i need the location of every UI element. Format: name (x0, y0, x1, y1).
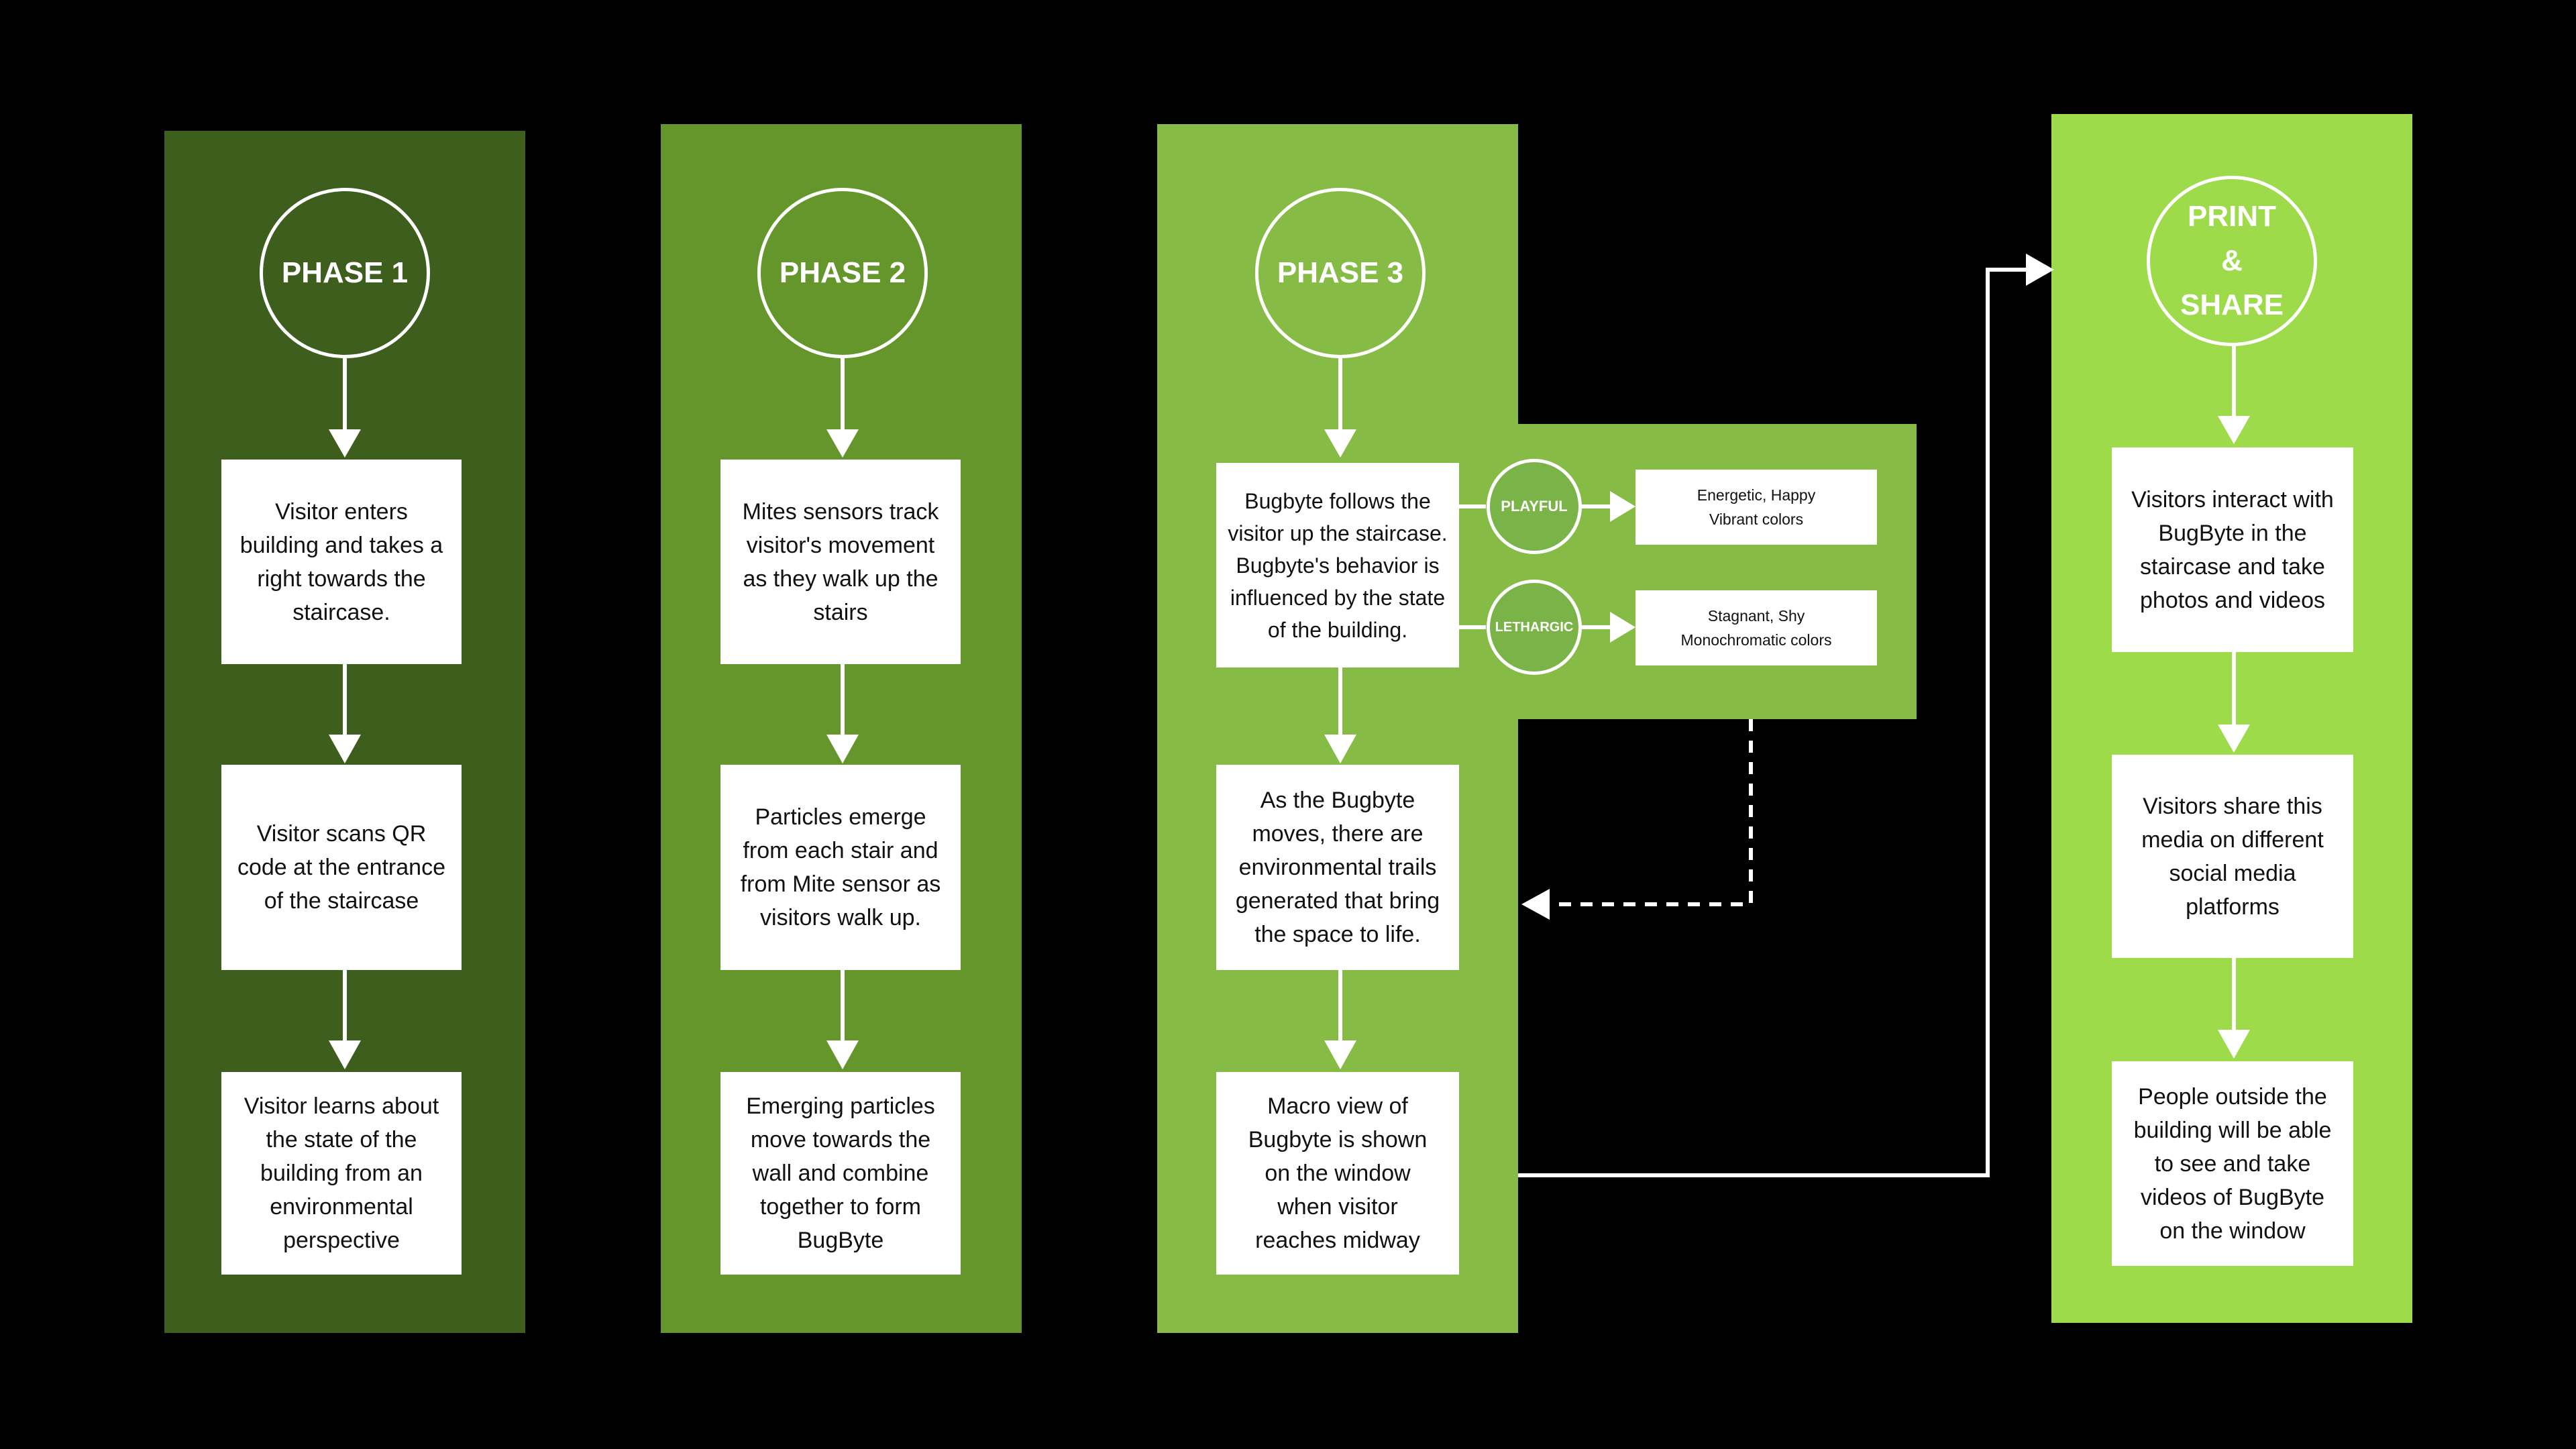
phase2-step-1: Mites sensors track visitor's movement a… (720, 460, 961, 664)
state-lethargic-circle: LETHARGIC (1487, 580, 1582, 675)
phase1-step-1: Visitor enters building and takes a righ… (221, 460, 462, 664)
phase1-circle: PHASE 1 (260, 188, 430, 358)
phase1-step-3: Visitor learns about the state of the bu… (221, 1072, 462, 1275)
phase2-step-3: Emerging particles move towards the wall… (720, 1072, 961, 1275)
phase3-circle: PHASE 3 (1255, 188, 1426, 358)
print-share-step-3: People outside the building will be able… (2112, 1061, 2353, 1266)
phase3-step-2: As the Bugbyte moves, there are environm… (1216, 765, 1459, 970)
phase2-step-2: Particles emerge from each stair and fro… (720, 765, 961, 970)
print-share-step-1: Visitors interact with BugByte in the st… (2112, 447, 2353, 652)
phase3-step-3: Macro view of Bugbyte is shown on the wi… (1216, 1072, 1459, 1275)
phase1-step-2: Visitor scans QR code at the entrance of… (221, 765, 462, 970)
state-lethargic-description: Stagnant, Shy Monochromatic colors (1635, 590, 1877, 665)
phase3-step-1: Bugbyte follows the visitor up the stair… (1216, 463, 1459, 667)
state-playful-circle: PLAYFUL (1487, 459, 1582, 554)
state-playful-description: Energetic, Happy Vibrant colors (1635, 470, 1877, 545)
print-share-step-2: Visitors share this media on different s… (2112, 755, 2353, 958)
print-share-circle: PRINT & SHARE (2147, 176, 2317, 346)
phase2-circle: PHASE 2 (757, 188, 928, 358)
